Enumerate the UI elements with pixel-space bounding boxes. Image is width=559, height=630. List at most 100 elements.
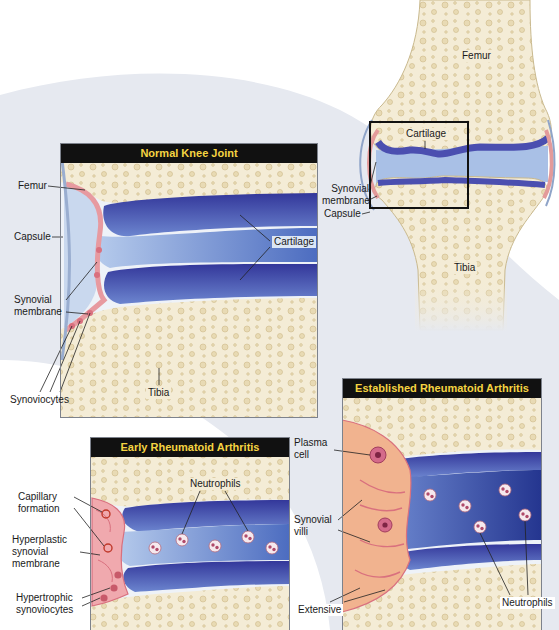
leader-line bbox=[40, 326, 72, 392]
leader-line bbox=[74, 508, 104, 546]
part-label: Capsule bbox=[12, 231, 53, 243]
leader-line bbox=[334, 450, 370, 455]
part-label: Femur bbox=[460, 50, 493, 62]
early-ra-picture bbox=[100, 594, 107, 601]
normal-joint-picture bbox=[96, 228, 318, 268]
established-ra-picture bbox=[342, 378, 542, 630]
normal-joint-picture bbox=[66, 184, 104, 330]
early-ra-picture bbox=[110, 584, 117, 591]
panel-heading: Normal Knee Joint bbox=[61, 144, 317, 163]
established-ra-picture bbox=[375, 452, 381, 458]
early-ra-picture bbox=[90, 437, 290, 630]
panel-heading: Established Rheumatoid Arthritis bbox=[343, 379, 541, 398]
leader-line bbox=[159, 368, 160, 385]
established-ra-picture bbox=[370, 447, 386, 463]
part-label: Capsule bbox=[322, 208, 363, 220]
part-label: Cartilage bbox=[272, 236, 316, 248]
early-ra-picture bbox=[149, 542, 161, 554]
early-ra-picture bbox=[92, 498, 128, 606]
established-ra-picture bbox=[342, 378, 542, 630]
part-label: Hyperplastic synovial membrane bbox=[10, 534, 82, 570]
part-label: Synovial membrane bbox=[12, 294, 68, 318]
knee-overview bbox=[546, 120, 555, 206]
early-ra-picture bbox=[90, 437, 290, 507]
leader-line bbox=[82, 588, 110, 598]
early-ra-picture bbox=[266, 542, 278, 554]
established-ra-picture bbox=[459, 500, 471, 512]
normal-joint-picture bbox=[104, 264, 318, 304]
early-ra-picture bbox=[114, 571, 121, 578]
part-label: Hypertrophic synoviocytes bbox=[14, 592, 84, 616]
leader-line bbox=[425, 141, 426, 149]
knee-overview bbox=[415, 280, 507, 332]
early-ra-picture bbox=[176, 534, 188, 546]
leader-line bbox=[362, 212, 370, 214]
leader-line bbox=[480, 533, 510, 595]
panel-box: Established Rheumatoid Arthritis bbox=[342, 378, 542, 630]
leader-line bbox=[240, 247, 270, 280]
early-ra-picture bbox=[209, 540, 221, 552]
panel-heading: Early Rheumatoid Arthritis bbox=[91, 438, 289, 457]
part-label: Plasma cell bbox=[292, 437, 336, 461]
leader-line bbox=[330, 588, 360, 602]
part-label: Cartilage bbox=[404, 128, 448, 140]
part-label: Synoviocytes bbox=[8, 394, 71, 406]
established-ra-picture bbox=[342, 420, 411, 612]
early-ra-picture bbox=[116, 524, 290, 566]
established-ra-picture bbox=[424, 489, 436, 501]
knee-overview bbox=[544, 130, 552, 198]
established-ra-picture bbox=[378, 518, 392, 532]
part-label: Synovial membrane bbox=[320, 183, 371, 207]
early-ra-picture bbox=[104, 544, 112, 552]
leader-line bbox=[225, 491, 248, 531]
leader-line bbox=[344, 590, 385, 602]
leader-line bbox=[52, 237, 63, 238]
knee-overview bbox=[378, 180, 545, 185]
knee-overview bbox=[370, 122, 468, 208]
part-label: Femur bbox=[16, 180, 49, 192]
leader-line bbox=[369, 162, 376, 190]
established-ra-picture bbox=[355, 480, 405, 577]
early-ra-picture bbox=[90, 437, 290, 630]
knee-overview bbox=[370, 0, 551, 158]
normal-joint-picture bbox=[62, 160, 70, 360]
established-ra-picture bbox=[519, 509, 531, 521]
part-label: Extensive bbox=[296, 604, 343, 616]
panel-box: Early Rheumatoid Arthritis bbox=[90, 437, 290, 630]
part-label: Synovial villi bbox=[292, 514, 340, 538]
established-ra-picture bbox=[474, 521, 486, 533]
knee-overview bbox=[360, 0, 554, 332]
normal-joint-picture bbox=[60, 298, 318, 418]
early-ra-picture bbox=[242, 531, 254, 543]
normal-joint-picture bbox=[96, 247, 102, 253]
background bbox=[0, 74, 559, 630]
leader-line bbox=[66, 312, 88, 314]
leader-line bbox=[182, 491, 200, 534]
part-label: Tibia bbox=[452, 262, 477, 274]
normal-joint-picture bbox=[60, 143, 318, 418]
early-ra-picture bbox=[96, 510, 112, 582]
normal-joint-picture bbox=[60, 143, 318, 418]
established-ra-picture bbox=[382, 522, 387, 527]
leader-line bbox=[525, 521, 528, 595]
leader-line bbox=[50, 321, 80, 392]
leader-line bbox=[48, 186, 85, 190]
leader-line bbox=[74, 497, 102, 512]
leader-line bbox=[369, 196, 377, 200]
established-ra-picture bbox=[499, 484, 511, 496]
leader-line bbox=[82, 598, 100, 606]
part-label: Capillary formation bbox=[16, 491, 76, 515]
leader-line bbox=[40, 141, 528, 606]
early-ra-picture bbox=[102, 510, 110, 518]
part-label: Neutrophils bbox=[500, 597, 555, 609]
knee-overview bbox=[378, 138, 548, 154]
panel-box: Normal Knee Joint bbox=[60, 143, 318, 418]
part-label: Tibia bbox=[146, 387, 171, 399]
normal-joint-picture bbox=[94, 272, 100, 278]
leader-line bbox=[66, 262, 97, 300]
leader-line bbox=[60, 313, 90, 392]
part-label: Neutrophils bbox=[188, 478, 243, 490]
